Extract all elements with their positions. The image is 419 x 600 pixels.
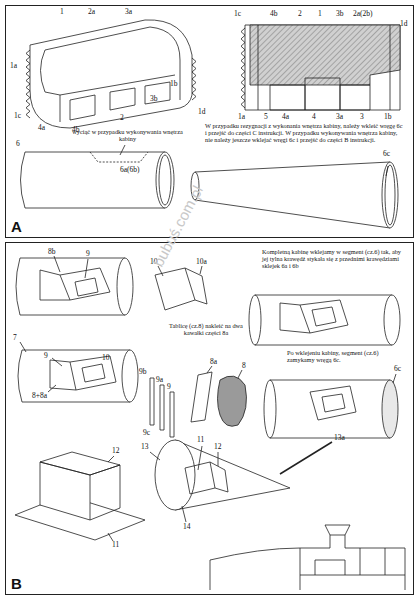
callout-number: 12	[214, 443, 222, 451]
callout-number: 14	[183, 523, 191, 531]
callout-number: 3b	[150, 95, 158, 103]
part-9-figure	[150, 378, 174, 437]
callout-number: 3	[360, 113, 364, 121]
section-view	[210, 525, 405, 590]
callout-number: 1	[318, 10, 322, 18]
callout-number: 6c	[394, 365, 401, 373]
callout-number: 8a	[210, 358, 217, 366]
fuselage-segment	[16, 256, 133, 315]
callout-number: 2a(2b)	[353, 10, 373, 18]
part-10-figure	[155, 266, 207, 310]
callout-number: 1c	[14, 112, 21, 120]
callout-number: 1b	[170, 80, 178, 88]
callout-number: 9b	[139, 368, 147, 376]
panel-frame: A	[5, 5, 414, 238]
callout-number: 11	[197, 436, 204, 444]
callout-number: 3a	[336, 113, 343, 121]
callout-number: 6c	[383, 150, 390, 158]
glue-tab-edge	[192, 58, 196, 100]
instruction-note: Tablicę (cz.8) nakleić na dwa kawałki cz…	[160, 322, 252, 336]
glue-tab-edge	[241, 28, 245, 108]
instruction-note: Po wklejeniu kabiny, segment (cz.6) zamy…	[287, 349, 405, 363]
callout-number: 5	[264, 113, 268, 121]
callout-number: 3a	[125, 8, 132, 16]
panel-letter: B	[11, 575, 22, 592]
fuselage-segment	[249, 295, 400, 345]
callout-number: 1a	[10, 62, 17, 70]
callout-number: 1d	[400, 20, 408, 28]
callout-number: 1	[60, 8, 64, 16]
panel-frame: B	[5, 242, 414, 595]
callout-number: 12	[112, 447, 120, 455]
callout-number: 2	[120, 114, 124, 122]
callout-number: 9	[86, 250, 90, 258]
instrument-panel-figure	[191, 366, 246, 426]
instruction-note: wyciąć w przypadku wykonywania wnętrza k…	[70, 128, 185, 142]
callout-number: 6	[16, 140, 20, 148]
instruction-note: Kompletną kabinę wklejamy w segment (cz.…	[262, 248, 407, 270]
callout-number: 3b	[336, 10, 344, 18]
callout-number: 4	[312, 113, 316, 121]
callout-number: 4b	[270, 10, 278, 18]
callout-number: 11	[112, 541, 119, 549]
nose-cone-figure	[150, 440, 332, 522]
callout-number: 1a	[238, 113, 245, 121]
flat-layout-figure	[245, 25, 400, 110]
fuselage-segment	[264, 374, 398, 438]
callout-number: 9c	[143, 429, 150, 437]
callout-number: 4a	[282, 113, 289, 121]
callout-number: 9	[167, 383, 171, 391]
callout-number: 10	[102, 354, 110, 362]
callout-number: 13a	[334, 434, 345, 442]
part-11-12-figure	[15, 452, 145, 541]
callout-number: 2	[298, 10, 302, 18]
callout-number: 6a(6b)	[120, 166, 140, 174]
callout-number: 9	[44, 352, 48, 360]
callout-number: 9a	[156, 376, 163, 384]
callout-number: 8+8a	[32, 392, 47, 400]
fuselage-segment	[191, 162, 398, 228]
callout-number: 13	[141, 443, 149, 451]
callout-number: 2a	[88, 8, 95, 16]
fuselage-segment	[21, 145, 175, 208]
callout-number: 10a	[196, 258, 207, 266]
callout-number: 1b	[384, 113, 392, 121]
panel-letter: A	[11, 218, 22, 235]
callout-number: 7	[13, 334, 17, 342]
glue-tabs	[26, 28, 245, 118]
callout-number: 4a	[38, 124, 45, 132]
instruction-note: W przypadku rezygnacji z wykonania wnętr…	[205, 122, 405, 144]
cockpit-floor-assembly	[30, 20, 192, 128]
glue-tab-edge	[26, 50, 30, 118]
callout-number: 1d	[198, 108, 206, 116]
fuselage-segment	[18, 342, 138, 402]
callout-number: 8	[242, 362, 246, 370]
callout-number: 8b	[48, 248, 56, 256]
callout-number: 1c	[234, 10, 241, 18]
